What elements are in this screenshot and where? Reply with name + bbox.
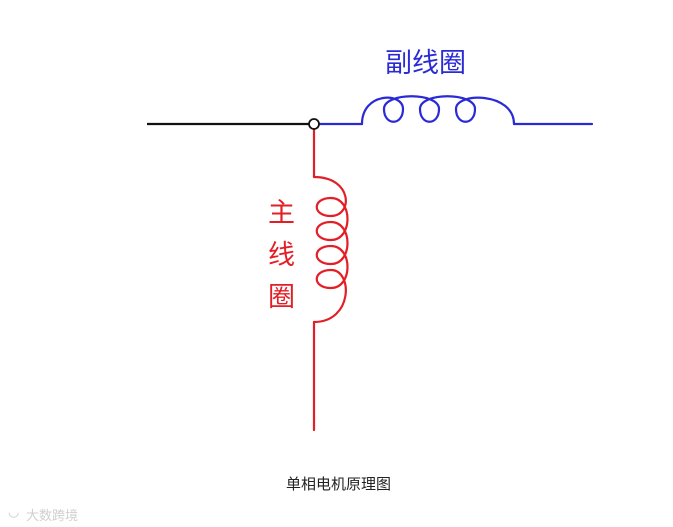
aux-coil [317, 95, 594, 126]
main-coil-loops [312, 175, 349, 324]
main-coil [312, 128, 349, 432]
watermark-logo-icon: ◡ [8, 505, 20, 520]
diagram-caption: 单相电机原理图 [286, 475, 391, 493]
aux-coil-label: 副线圈 [385, 48, 466, 79]
junction-node [308, 118, 320, 130]
watermark-text: 大数跨境 [26, 509, 79, 524]
aux-coil-loops [360, 95, 516, 126]
main-coil-label-char-1: 主 [268, 198, 295, 229]
main-coil-label-char-3: 圈 [268, 282, 295, 313]
main-coil-label-char-2: 线 [268, 240, 295, 271]
